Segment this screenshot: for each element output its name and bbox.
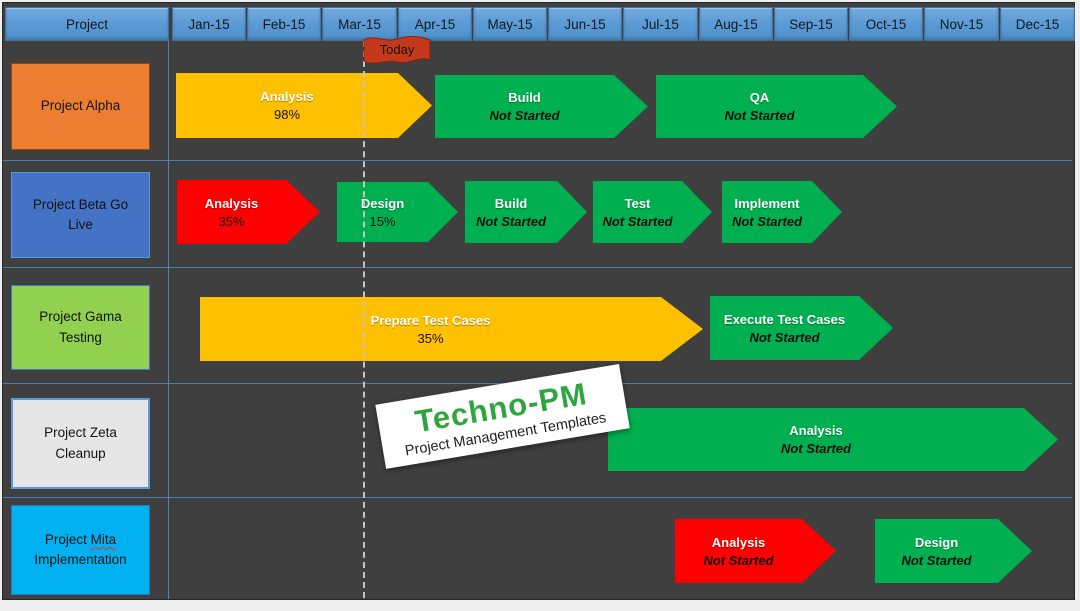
task-status: Not Started bbox=[749, 329, 820, 345]
month-label: Nov-15 bbox=[939, 16, 984, 32]
task-bar-beta-analysis[interactable]: Analysis 35% bbox=[177, 180, 320, 244]
task-status: Not Started bbox=[489, 108, 560, 123]
task-label: Implement bbox=[734, 195, 800, 211]
month-cell-nov[interactable]: Nov-15 bbox=[924, 7, 999, 41]
task-label: Analysis bbox=[789, 423, 843, 438]
month-cell-jun[interactable]: Jun-15 bbox=[548, 7, 622, 41]
task-status: Not Started bbox=[475, 213, 547, 229]
month-cell-may[interactable]: May-15 bbox=[473, 7, 547, 41]
task-status: 15% bbox=[369, 213, 396, 229]
project-name: Project Gama Testing bbox=[39, 309, 122, 345]
task-status: Not Started bbox=[724, 108, 795, 123]
project-box-alpha[interactable]: Project Alpha bbox=[11, 63, 150, 150]
task-label: Analysis bbox=[204, 195, 259, 211]
task-bar-gama-prepare-test-cases[interactable]: Prepare Test Cases 35% bbox=[200, 297, 703, 361]
task-bar-alpha-build[interactable]: Build Not Started bbox=[435, 75, 648, 138]
row-divider bbox=[3, 267, 1072, 268]
task-bar-beta-design[interactable]: Design 15% bbox=[337, 182, 458, 242]
header-project-label: Project bbox=[65, 16, 109, 32]
task-label: Test bbox=[624, 195, 651, 211]
month-cell-oct[interactable]: Oct-15 bbox=[849, 7, 923, 41]
month-label: Mar-15 bbox=[338, 16, 381, 32]
task-status: 35% bbox=[417, 330, 444, 346]
task-label: QA bbox=[749, 90, 770, 105]
task-status: 35% bbox=[218, 213, 245, 229]
task-status: Not Started bbox=[780, 441, 852, 456]
task-bar-alpha-analysis[interactable]: Analysis 98% bbox=[176, 73, 432, 138]
month-label: Jan-15 bbox=[188, 16, 230, 32]
row-divider bbox=[3, 497, 1072, 498]
project-box-zeta[interactable]: Project Zeta Cleanup bbox=[11, 398, 150, 489]
month-label: Jul-15 bbox=[642, 16, 679, 32]
project-column-divider bbox=[168, 41, 169, 599]
month-cell-jan[interactable]: Jan-15 bbox=[172, 7, 246, 41]
month-cell-dec[interactable]: Dec-15 bbox=[1000, 7, 1075, 41]
task-bar-mita-analysis[interactable]: Analysis Not Started bbox=[675, 519, 836, 583]
month-label: Sep-15 bbox=[789, 16, 833, 32]
task-label: Build bbox=[508, 90, 541, 105]
project-name: Project Beta Go Live bbox=[32, 196, 129, 232]
month-cell-jul[interactable]: Jul-15 bbox=[623, 7, 698, 41]
month-label: Dec-15 bbox=[1015, 16, 1060, 32]
project-box-mita[interactable]: Project Mita Implementation bbox=[11, 505, 150, 595]
task-status: Not Started bbox=[602, 213, 673, 229]
project-name: Project Mita Implementation bbox=[34, 531, 127, 567]
task-status: Not Started bbox=[731, 213, 803, 229]
month-cell-aug[interactable]: Aug-15 bbox=[699, 7, 773, 41]
today-dashed-line bbox=[363, 41, 365, 598]
task-bar-mita-design[interactable]: Design Not Started bbox=[875, 519, 1032, 583]
task-status: Not Started bbox=[901, 552, 972, 568]
task-status: 98% bbox=[273, 107, 301, 122]
task-bar-alpha-qa[interactable]: QA Not Started bbox=[656, 75, 897, 138]
month-cell-sep[interactable]: Sep-15 bbox=[774, 7, 848, 41]
project-box-beta[interactable]: Project Beta Go Live bbox=[11, 172, 150, 258]
row-divider bbox=[3, 160, 1072, 161]
task-label: Design bbox=[914, 534, 959, 550]
task-label: Prepare Test Cases bbox=[370, 312, 491, 328]
task-bar-zeta-analysis[interactable]: Analysis Not Started bbox=[608, 408, 1058, 471]
month-label: Feb-15 bbox=[262, 16, 306, 32]
project-name: Project Zeta Cleanup bbox=[44, 425, 117, 461]
today-label: Today bbox=[379, 41, 415, 57]
task-label: Analysis bbox=[260, 89, 314, 104]
month-cell-feb[interactable]: Feb-15 bbox=[247, 7, 321, 41]
today-flag[interactable]: Today bbox=[362, 31, 432, 69]
task-label: Analysis bbox=[711, 534, 766, 550]
month-cell-mar[interactable]: Mar-15 bbox=[322, 7, 397, 41]
month-label: May-15 bbox=[487, 16, 533, 32]
misspelled-word: Mita bbox=[90, 531, 117, 547]
month-label: Apr-15 bbox=[414, 16, 456, 32]
task-label: Execute Test Cases bbox=[723, 311, 846, 327]
flag-icon bbox=[363, 36, 431, 64]
task-label: Build bbox=[494, 195, 528, 211]
month-label: Jun-15 bbox=[564, 16, 606, 32]
task-bar-gama-execute-test-cases[interactable]: Execute Test Cases Not Started bbox=[710, 296, 893, 360]
task-bar-beta-build[interactable]: Build Not Started bbox=[465, 181, 587, 243]
header-project-cell[interactable]: Project bbox=[5, 7, 169, 41]
project-name: Project Alpha bbox=[40, 98, 121, 114]
month-cell-apr[interactable]: Apr-15 bbox=[398, 7, 472, 41]
project-box-gama[interactable]: Project Gama Testing bbox=[11, 285, 150, 370]
task-status: Not Started bbox=[703, 552, 774, 568]
month-label: Oct-15 bbox=[865, 16, 907, 32]
task-label: Design bbox=[360, 195, 405, 211]
month-label: Aug-15 bbox=[714, 16, 758, 32]
